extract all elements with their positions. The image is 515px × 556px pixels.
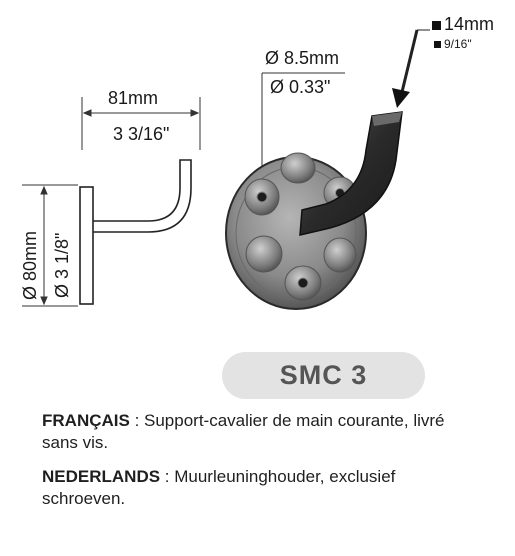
height-in-label: Ø 3 1/8" [52,232,72,298]
plate-dimple [323,237,357,273]
bar-dimension-leader [392,29,430,108]
bracket-arm [299,111,403,236]
width-in-label: 3 3/16" [113,124,170,144]
description-nl: NEDERLANDS : Muurleuninghouder, exclusie… [42,467,396,508]
description-text: Muurleuninghouder, exclusief schroeven. [42,467,396,508]
description-fr: FRANÇAIS : Support-cavalier de main cour… [42,411,445,452]
bar-in-label: 9/16" [434,37,472,51]
height-mm-label: Ø 80mm [20,230,40,300]
bar-mm-label: 14mm [432,14,494,35]
hole-mm-label: Ø 8.5mm [265,48,340,68]
square-section-icon [434,41,441,49]
plate-dimple [245,235,283,273]
width-dimension-lines [81,97,201,150]
product-code: SMC 3 [279,360,368,390]
description-text: Support-cavalier de main courante, livré… [42,411,445,452]
side-view-bracket [79,159,192,305]
description-language: NEDERLANDS [42,467,161,486]
hole-in-label: Ø 0.33" [270,77,331,97]
width-mm-label: 81mm [108,88,159,108]
product-code-badge: SMC 3 [222,352,425,399]
wall-plate [225,152,367,310]
description-language: FRANÇAIS [42,411,130,430]
technical-drawing [22,29,430,310]
height-dimension-lines [22,184,78,307]
square-section-icon [432,20,441,30]
plate-dimple [280,152,316,184]
screw-hole [256,191,268,203]
screw-hole [297,277,309,289]
